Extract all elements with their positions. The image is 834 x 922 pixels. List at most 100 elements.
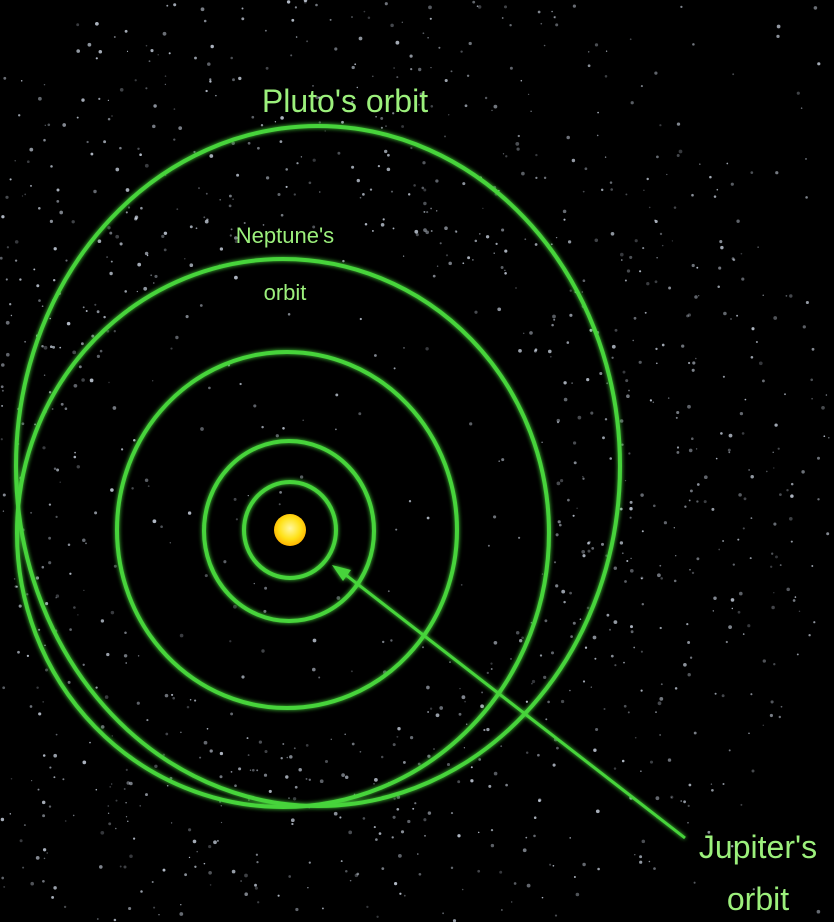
dust-speck — [534, 243, 538, 246]
dust-speck — [741, 432, 745, 435]
dust-speck — [671, 240, 674, 242]
dust-speck — [123, 865, 127, 869]
dust-speck — [329, 18, 332, 21]
dust-speck — [786, 489, 789, 492]
dust-speck — [722, 375, 725, 378]
dust-speck — [71, 220, 75, 224]
dust-speck — [86, 140, 89, 144]
dust-speck — [44, 644, 46, 647]
dust-speck — [821, 405, 825, 410]
dust-speck — [408, 500, 412, 503]
dust-speck — [74, 451, 76, 454]
dust-speck — [354, 63, 357, 66]
dust-speck — [359, 317, 362, 321]
dust-speck — [264, 29, 267, 32]
dust-speck — [769, 713, 773, 718]
dust-speck — [381, 867, 385, 870]
dust-speck — [646, 177, 649, 181]
dust-speck — [109, 786, 112, 788]
dust-speck — [421, 646, 425, 649]
dust-speck — [676, 122, 681, 126]
dust-speck — [543, 44, 546, 47]
dust-speck — [113, 36, 116, 38]
dust-speck — [525, 700, 529, 703]
dust-speck — [590, 686, 592, 688]
dust-speck — [318, 121, 321, 124]
dust-speck — [748, 469, 750, 471]
dust-speck — [125, 188, 130, 192]
dust-speck — [333, 811, 338, 816]
dust-speck — [29, 147, 34, 152]
dust-speck — [687, 821, 689, 824]
dust-speck — [307, 887, 309, 889]
dust-speck — [351, 16, 353, 18]
dust-speck — [749, 557, 752, 560]
dust-speck — [78, 365, 82, 369]
dust-speck — [392, 227, 395, 230]
dust-speck — [611, 344, 616, 349]
dust-speck — [602, 436, 605, 440]
dust-speck — [303, 0, 307, 4]
dust-speck — [688, 783, 692, 787]
dust-speck — [657, 573, 661, 578]
dust-speck — [215, 94, 217, 97]
dust-speck — [444, 78, 448, 83]
dust-speck — [505, 783, 508, 787]
dust-speck — [730, 182, 734, 186]
dust-speck — [779, 564, 782, 567]
dust-speck — [654, 71, 658, 75]
dust-speck — [595, 727, 599, 732]
dust-speck — [94, 511, 98, 515]
dust-speck — [45, 602, 49, 606]
dust-speck — [569, 313, 573, 317]
dust-speck — [726, 162, 729, 165]
dust-speck — [91, 334, 95, 338]
dust-speck — [761, 379, 765, 383]
dust-speck — [788, 516, 793, 521]
dust-speck — [82, 663, 85, 666]
dust-speck — [295, 907, 299, 912]
dust-speck — [188, 828, 192, 832]
dust-speck — [555, 236, 558, 239]
dust-speck — [290, 818, 295, 823]
dust-speck — [369, 188, 373, 191]
dust-speck — [811, 397, 813, 400]
dust-speck — [686, 314, 690, 318]
dust-speck — [294, 6, 298, 9]
dust-speck — [571, 382, 573, 384]
dust-speck — [296, 162, 299, 165]
dust-speck — [604, 75, 608, 78]
dust-speck — [641, 839, 646, 844]
dust-speck — [689, 568, 691, 571]
dust-speck — [641, 602, 645, 606]
dust-speck — [285, 168, 288, 171]
dust-speck — [587, 64, 591, 68]
dust-speck — [490, 662, 493, 665]
dust-speck — [732, 258, 736, 262]
dust-speck — [83, 589, 85, 592]
dust-speck — [21, 422, 25, 426]
dust-speck — [49, 317, 51, 320]
dust-speck — [294, 785, 298, 789]
dust-speck — [775, 555, 778, 559]
dust-speck — [699, 163, 701, 165]
dust-speck — [430, 207, 432, 210]
dust-speck — [315, 3, 318, 7]
dust-speck — [2, 686, 6, 690]
dust-speck — [151, 880, 154, 884]
dust-speck — [264, 586, 268, 590]
dust-speck — [112, 406, 117, 410]
dust-speck — [410, 146, 413, 150]
dust-speck — [524, 238, 527, 241]
dust-speck — [676, 154, 680, 157]
dust-speck — [687, 404, 691, 409]
dust-speck — [103, 315, 106, 319]
dust-speck — [140, 890, 143, 893]
dust-speck — [35, 856, 40, 860]
dust-speck — [727, 448, 731, 452]
dust-speck — [295, 36, 298, 38]
dust-speck — [403, 894, 406, 897]
dust-speck — [163, 231, 168, 236]
dust-speck — [152, 124, 156, 129]
dust-speck — [576, 507, 578, 509]
